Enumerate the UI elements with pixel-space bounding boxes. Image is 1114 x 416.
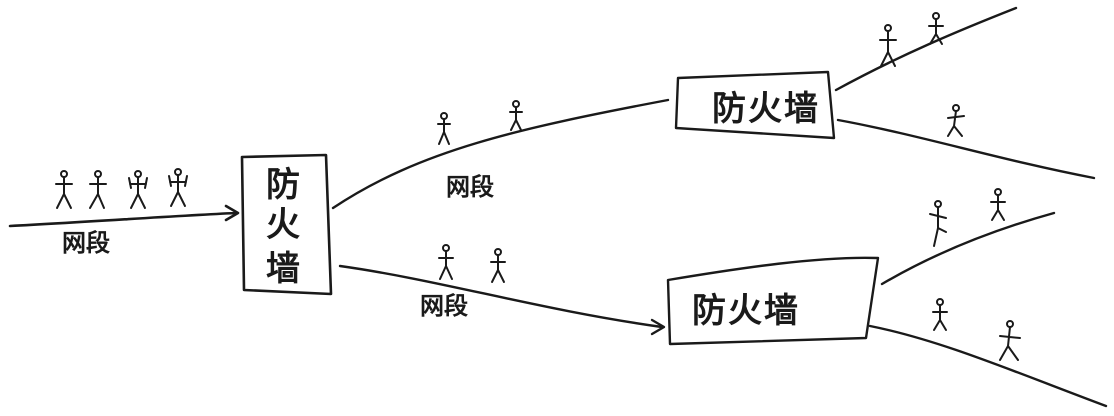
firewall-root-char-3: 墙 xyxy=(266,249,300,289)
upper-firewall-branch-bottom xyxy=(836,118,1096,180)
main-segment-arrowhead xyxy=(224,204,240,222)
upper-segment-line xyxy=(331,98,670,210)
stick-figure-icon xyxy=(947,104,965,137)
stick-figure-icon xyxy=(509,100,523,131)
upper-segment-label: 网段 xyxy=(446,173,494,201)
firewall-root-char-2: 火 xyxy=(266,205,300,245)
stick-figure-icon xyxy=(490,248,506,283)
stick-figure-icon xyxy=(168,168,188,207)
firewall-lower-box xyxy=(666,256,880,346)
hosts-upper-segment xyxy=(437,100,523,145)
stick-figure-icon xyxy=(999,320,1021,361)
stick-figure-icon xyxy=(128,170,148,209)
stick-figure-icon xyxy=(990,188,1006,221)
main-segment-line xyxy=(8,211,238,228)
stick-figure-icon xyxy=(55,170,73,209)
firewall-upper-label: 防火墙 xyxy=(712,89,820,129)
lower-firewall-branch-bottom xyxy=(868,324,1108,408)
upper-segment: 网段 xyxy=(331,98,670,210)
firewall-lower-label: 防火墙 xyxy=(692,291,800,331)
lower-segment-label: 网段 xyxy=(420,292,468,320)
upper-firewall-branches xyxy=(834,6,1096,180)
firewall-upper: 防火墙 xyxy=(674,70,836,140)
firewall-root-char-1: 防 xyxy=(266,165,300,205)
lower-segment-arrowhead xyxy=(650,318,666,336)
stick-figure-icon xyxy=(879,24,897,67)
hosts-lower-firewall-bottom-branch xyxy=(932,298,1021,361)
stick-figure-icon xyxy=(89,170,107,209)
lower-firewall-branches xyxy=(868,211,1108,408)
hosts-lower-firewall-top-branch xyxy=(929,188,1006,247)
hosts-upper-firewall-bottom-branch xyxy=(947,104,965,137)
stick-figure-icon xyxy=(438,244,454,280)
main-segment: 网段 xyxy=(8,204,240,257)
lower-segment-line xyxy=(338,264,664,329)
hosts-lower-segment xyxy=(438,244,506,283)
lower-segment: 网段 xyxy=(338,264,666,336)
firewall-root: 防 火 墙 xyxy=(240,153,333,296)
hosts-upper-firewall-top-branch xyxy=(879,12,944,67)
main-segment-label: 网段 xyxy=(62,229,110,257)
firewall-upper-box xyxy=(674,70,836,140)
hosts-main-segment xyxy=(55,168,188,209)
lower-firewall-branch-top xyxy=(880,211,1056,286)
upper-firewall-branch-top xyxy=(834,6,1018,92)
firewall-root-box xyxy=(240,153,333,296)
stick-figure-icon xyxy=(929,200,947,247)
stick-figure-icon xyxy=(932,298,948,331)
firewall-lower: 防火墙 xyxy=(666,256,880,346)
stick-figure-icon xyxy=(928,12,944,45)
stick-figure-icon xyxy=(437,112,451,145)
